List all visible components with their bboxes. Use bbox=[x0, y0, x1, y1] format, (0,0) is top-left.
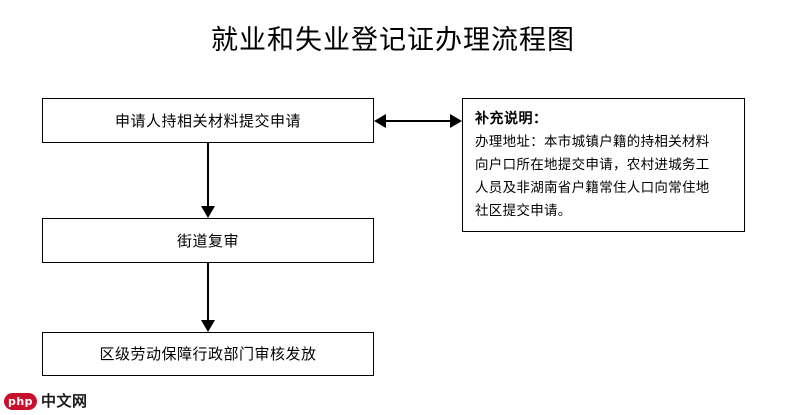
flow-step-review-label: 街道复审 bbox=[176, 231, 239, 250]
watermark: php 中文网 bbox=[4, 393, 88, 410]
flow-step-apply: 申请人持相关材料提交申请 bbox=[42, 98, 374, 143]
flow-step-review: 街道复审 bbox=[42, 218, 374, 263]
connector-review-to-issue-line bbox=[207, 263, 209, 320]
flow-step-issue: 区级劳动保障行政部门审核发放 bbox=[42, 332, 374, 376]
connector-apply-to-note-arrowhead-left-icon bbox=[374, 114, 386, 128]
note-line: 人员及非湖南省户籍常住人口向常住地 bbox=[475, 180, 710, 196]
watermark-label: 中文网 bbox=[41, 392, 88, 410]
connector-apply-to-note-line bbox=[386, 120, 450, 122]
note-heading: 补充说明： bbox=[475, 111, 548, 127]
connector-apply-to-review-line bbox=[207, 143, 209, 206]
flow-step-apply-label: 申请人持相关材料提交申请 bbox=[114, 111, 301, 130]
flow-step-issue-label: 区级劳动保障行政部门审核发放 bbox=[99, 345, 317, 363]
page-title: 就业和失业登记证办理流程图 bbox=[211, 25, 575, 56]
php-logo-icon: php bbox=[4, 393, 37, 410]
note-line: 社区提交申请。 bbox=[475, 203, 572, 219]
note-line: 办理地址：本市城镇户籍的持相关材料 bbox=[475, 134, 710, 150]
connector-apply-to-review-arrowhead-icon bbox=[201, 206, 215, 218]
connector-apply-to-note-arrowhead-right-icon bbox=[450, 114, 462, 128]
note-line: 向户口所在地提交申请，农村进城务工 bbox=[475, 157, 710, 173]
note-box: 补充说明： 办理地址：本市城镇户籍的持相关材料 向户口所在地提交申请，农村进城务… bbox=[462, 98, 745, 232]
connector-review-to-issue-arrowhead-icon bbox=[201, 320, 215, 332]
